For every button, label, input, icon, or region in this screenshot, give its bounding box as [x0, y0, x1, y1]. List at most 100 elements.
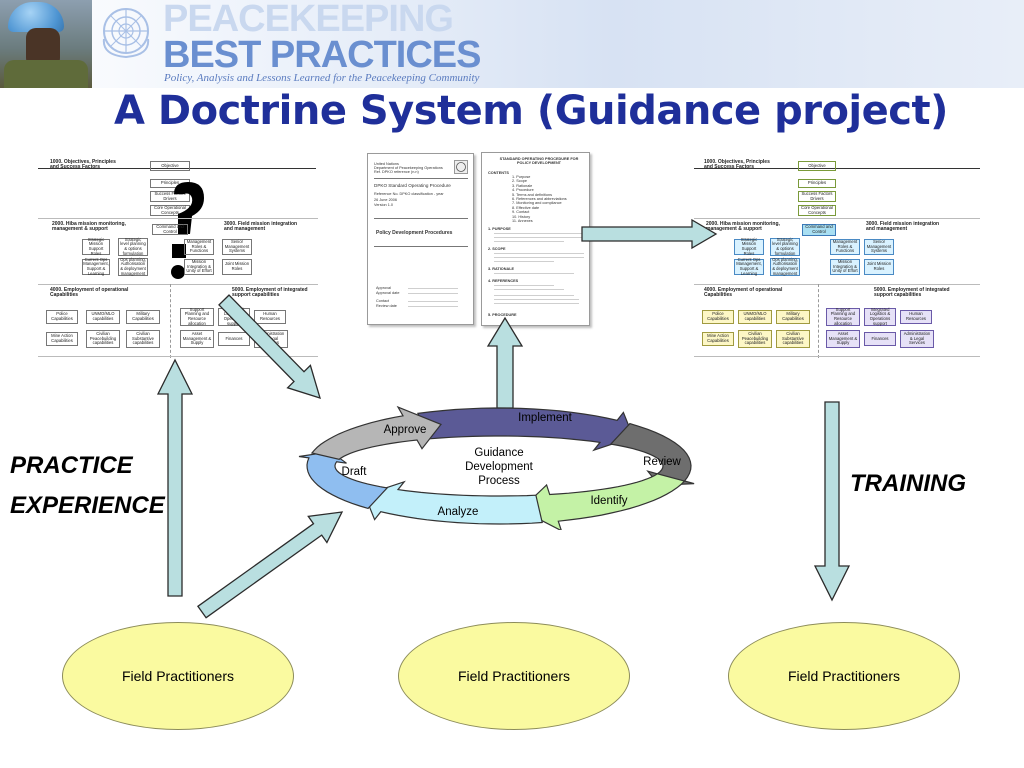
- un-logo-icon: [454, 160, 468, 174]
- peacekeeper-photo: [0, 0, 92, 88]
- training-label: TRAINING: [850, 470, 966, 497]
- contents-item: 11. Annexes: [512, 219, 533, 223]
- practice-label: PRACTICE: [10, 452, 133, 479]
- contents-item: 5. Terms and definitions: [512, 192, 553, 197]
- org-box-cap2-c: Civilian Substantive capabilities: [126, 330, 160, 348]
- org-box-sup2-c: Administration & Legal Services: [900, 330, 934, 348]
- org-label-1000: 1000. Objectives, Principles and Success…: [50, 159, 116, 170]
- cycle-stage-identify: Identify: [590, 495, 627, 507]
- org-box-sup2-a: Asset Management & Supply: [826, 330, 860, 348]
- contents-item: 1. Purpose: [512, 175, 531, 179]
- org-box-sup2-c: Administration & Legal Services: [254, 330, 288, 348]
- sop-cover-document: United Nations Department of Peacekeepin…: [367, 153, 474, 325]
- org-box-row2-d: Joint Mission Roles: [222, 259, 252, 275]
- org-box-row1-b: Strategic level planning & options formu…: [770, 237, 800, 256]
- org-label-2000: 2000. Hiba mission monitoring, managemen…: [52, 221, 126, 232]
- org-box-row2-a: Current Ops Management, Support & Learni…: [734, 257, 764, 275]
- org-label-3000: 3000. Field mission integration and mana…: [866, 221, 940, 232]
- org-box-sup1-a: Support Planning and Resource allocation: [180, 307, 214, 326]
- cycle-stage-implement: Implement: [518, 412, 572, 424]
- org-box-row2-b: Ops planning, Authorisation & deployment…: [118, 257, 148, 276]
- org-box-cap2-b: Civilian Peacebuilding capabilities: [738, 330, 772, 348]
- guidance-cycle: Guidance Development Process Implement R…: [298, 405, 695, 530]
- brand-line-1: PEACEKEEPING: [163, 0, 454, 40]
- org-chart-left: 1000. Objectives, Principles and Success…: [38, 160, 318, 360]
- org-box-success-factors: Success Factors Drivers: [798, 191, 836, 202]
- org-label-3000: 3000. Field mission integration and mana…: [224, 221, 298, 232]
- org-box-row1-c: Management Roles & Functions: [184, 239, 214, 255]
- org-box-sup1-c: Human Resources: [254, 310, 286, 324]
- org-box-cap2-a: Mine Action Capabilities: [46, 332, 78, 346]
- org-box-cap1-a: Police Capabilities: [702, 310, 734, 324]
- org-box-cap2-b: Civilian Peacebuilding capabilities: [86, 330, 120, 348]
- org-box-sup1-b: Integrated Logistics & Operations suppor…: [218, 307, 250, 326]
- arrow-training-down: [813, 401, 851, 602]
- contents-item: 4. Procedure: [512, 188, 534, 193]
- un-emblem-icon: [102, 8, 150, 59]
- cycle-segment-draft: [298, 451, 389, 510]
- org-box-cap2-a: Mine Action Capabilities: [702, 332, 734, 346]
- experience-label: EXPERIENCE: [10, 492, 165, 519]
- header-banner: PEACEKEEPING BEST PRACTICES Policy, Anal…: [0, 0, 1024, 88]
- org-box-principles: Principles: [798, 179, 836, 188]
- org-box-cap1-b: UNMO/MLO capabilities: [86, 310, 120, 324]
- org-box-row2-d: Joint Mission Roles: [864, 259, 894, 275]
- field-practitioners-left: Field Practitioners: [62, 622, 294, 730]
- contents-item: 8. Effective date: [512, 205, 540, 210]
- cycle-stage-analyze: Analyze: [438, 506, 479, 518]
- blue-helmet-icon: [8, 2, 64, 32]
- org-box-objective: Objective: [150, 161, 190, 171]
- org-box-row1-a: Strategic Mission Support Roles: [82, 237, 110, 255]
- org-box-success-factors: Success Factors Drivers: [150, 191, 190, 202]
- org-box-cap1-c: Military Capabilities: [776, 310, 810, 324]
- org-box-cap1-a: Police Capabilities: [46, 310, 78, 324]
- sop-cover-title: Policy Development Procedures: [376, 230, 453, 236]
- field-practitioners-right: Field Practitioners: [728, 622, 960, 730]
- org-box-row1-d: Senior Management Systems: [864, 239, 894, 255]
- arrow-practice-up: [156, 358, 194, 597]
- org-chart-right: 1000. Objectives, Principles and Success…: [694, 160, 980, 360]
- cycle-stage-review: Review: [643, 456, 681, 468]
- org-box-row2-c: Mission Integration & Unity of Effort: [184, 259, 214, 275]
- org-box-row1-a: Strategic Mission Support Roles: [734, 237, 764, 255]
- org-box-sup1-a: Support Planning and Resource allocation: [826, 307, 860, 326]
- cycle-center-line-3: Process: [478, 475, 520, 487]
- org-box-sup2-b: Finances: [218, 332, 250, 346]
- org-box-objective: Objective: [798, 161, 836, 171]
- org-box-row2-b: Ops planning, Authorisation & deployment…: [770, 257, 800, 276]
- org-label-4000: 4000. Employment of operational Capabili…: [50, 287, 129, 298]
- brand-tagline: Policy, Analysis and Lessons Learned for…: [164, 72, 480, 84]
- org-box-row2-c: Mission Integration & Unity of Effort: [830, 259, 860, 275]
- question-mark-icon: [171, 182, 204, 279]
- org-label-1000: 1000. Objectives, Principles and Success…: [704, 159, 770, 170]
- org-label-4000: 4000. Employment of operational Capabili…: [704, 287, 783, 298]
- org-box-row1-c: Management Roles & Functions: [830, 239, 860, 255]
- cycle-stage-approve: Approve: [384, 424, 427, 436]
- org-box-command: Command and Control: [802, 224, 836, 236]
- arrow-up-to-documents: [486, 316, 524, 409]
- org-box-row1-d: Senior Management Systems: [222, 239, 252, 255]
- contents-item: 2. Scope: [512, 179, 527, 184]
- org-label-2000: 2000. Hiba mission monitoring, managemen…: [706, 221, 780, 232]
- org-box-command: Command and Control: [152, 224, 188, 235]
- org-box-sup2-a: Asset Management & Supply: [180, 330, 214, 348]
- cycle-segment-approve: [310, 405, 442, 460]
- contents-item: 7. Monitoring and compliance: [512, 201, 562, 206]
- field-practitioners-center: Field Practitioners: [398, 622, 630, 730]
- org-box-sup2-b: Finances: [864, 332, 896, 346]
- org-label-5000: 5000. Employment of integrated support c…: [232, 287, 308, 298]
- cycle-stage-draft: Draft: [342, 466, 368, 478]
- contents-item: 3. Rationale: [512, 183, 533, 188]
- contents-item: 10. History: [512, 214, 531, 219]
- cycle-center-line-2: Development: [465, 461, 534, 473]
- org-box-cap1-c: Military Capabilities: [126, 310, 160, 324]
- org-box-sup1-b: Integrated Logistics & Operations suppor…: [864, 307, 896, 326]
- sop-contents-document: STANDARD OPERATING PROCEDURE FOR POLICY …: [481, 152, 590, 326]
- org-box-core-concepts: Core Operational Concepts: [798, 205, 836, 216]
- org-box-sup1-c: Human Resources: [900, 310, 932, 324]
- org-box-row2-a: Current Ops Management, Support & Learni…: [82, 256, 110, 276]
- org-box-cap1-b: UNMO/MLO capabilities: [738, 310, 772, 324]
- cycle-center-line-1: Guidance: [474, 447, 523, 459]
- slide-title: A Doctrine System (Guidance project): [114, 88, 948, 134]
- org-box-cap2-c: Civilian Substantive capabilities: [776, 330, 810, 348]
